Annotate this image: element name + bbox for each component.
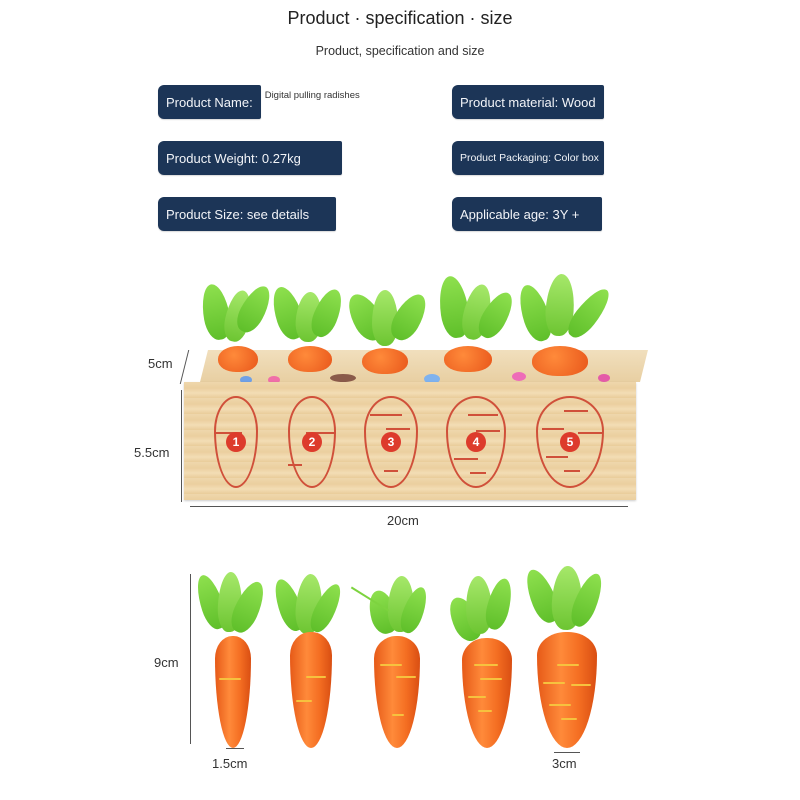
carrot-height-label: 9cm — [154, 655, 179, 670]
spec-size-label: Product Size: see details — [158, 197, 336, 231]
slot-number-badge: 4 — [466, 432, 486, 452]
carrot-top-4 — [444, 346, 492, 372]
flower-icon — [240, 376, 252, 384]
spec-product-size: Product Size: see details — [158, 197, 336, 231]
slot-number-badge: 2 — [302, 432, 322, 452]
carrot-top-3 — [362, 348, 408, 374]
spec-packaging-label: Product Packaging: Color box — [452, 141, 604, 175]
carrot-min-width-label: 1.5cm — [212, 756, 248, 771]
page-subtitle: Product, specification and size — [315, 44, 485, 58]
slot-number-badge: 3 — [381, 432, 401, 452]
carrot-top-2 — [288, 346, 332, 372]
carrot-slot-5: 5 — [536, 396, 604, 488]
carrot-slot-2: 2 — [288, 396, 336, 488]
height-dimension-line — [181, 390, 182, 502]
slot-number-badge: 1 — [226, 432, 246, 452]
flower-icon — [268, 376, 280, 384]
spec-material-label: Product material: Wood — [452, 85, 604, 119]
carrot-slot-3: 3 — [364, 396, 418, 488]
carrot-slot-4: 4 — [446, 396, 506, 488]
carrot-slot-1: 1 — [214, 396, 258, 488]
carrot-2 — [290, 632, 332, 748]
carrot-4 — [462, 638, 512, 748]
flower-icon — [424, 374, 440, 384]
carrot-1 — [215, 636, 251, 748]
box-front-surface: 1 2 3 4 5 — [184, 382, 636, 500]
carrot-3 — [374, 636, 420, 748]
flower-icon — [598, 374, 610, 382]
spec-product-packaging: Product Packaging: Color box — [452, 141, 604, 175]
spec-age-label: Applicable age: 3Y + — [452, 197, 602, 231]
spec-weight-label: Product Weight: 0.27kg — [158, 141, 342, 175]
carrot-max-width-label: 3cm — [552, 756, 577, 771]
large-width-line — [554, 752, 580, 753]
small-width-line — [226, 748, 244, 749]
depth-label: 5cm — [148, 356, 173, 371]
width-label: 20cm — [387, 513, 419, 528]
carrot-top-1 — [218, 346, 258, 372]
carrot-5 — [537, 632, 597, 748]
page-title: Product · specification · size — [287, 8, 513, 28]
slot-number-badge: 5 — [560, 432, 580, 452]
spec-applicable-age: Applicable age: 3Y + — [452, 197, 602, 231]
height-label: 5.5cm — [134, 445, 170, 460]
spec-product-name: Product Name: Digital pulling radishes — [158, 85, 360, 119]
width-dimension-line — [190, 506, 628, 507]
spec-product-weight: Product Weight: 0.27kg — [158, 141, 342, 175]
flower-icon — [512, 372, 526, 381]
carrot-height-line — [190, 574, 191, 744]
depth-dimension-line — [179, 350, 190, 384]
spec-product-material: Product material: Wood — [452, 85, 604, 119]
carrot-top-5 — [532, 346, 588, 376]
spec-name-label: Product Name: — [158, 85, 261, 119]
animal-decor-icon — [330, 374, 356, 382]
spec-name-value: Digital pulling radishes — [264, 89, 360, 101]
